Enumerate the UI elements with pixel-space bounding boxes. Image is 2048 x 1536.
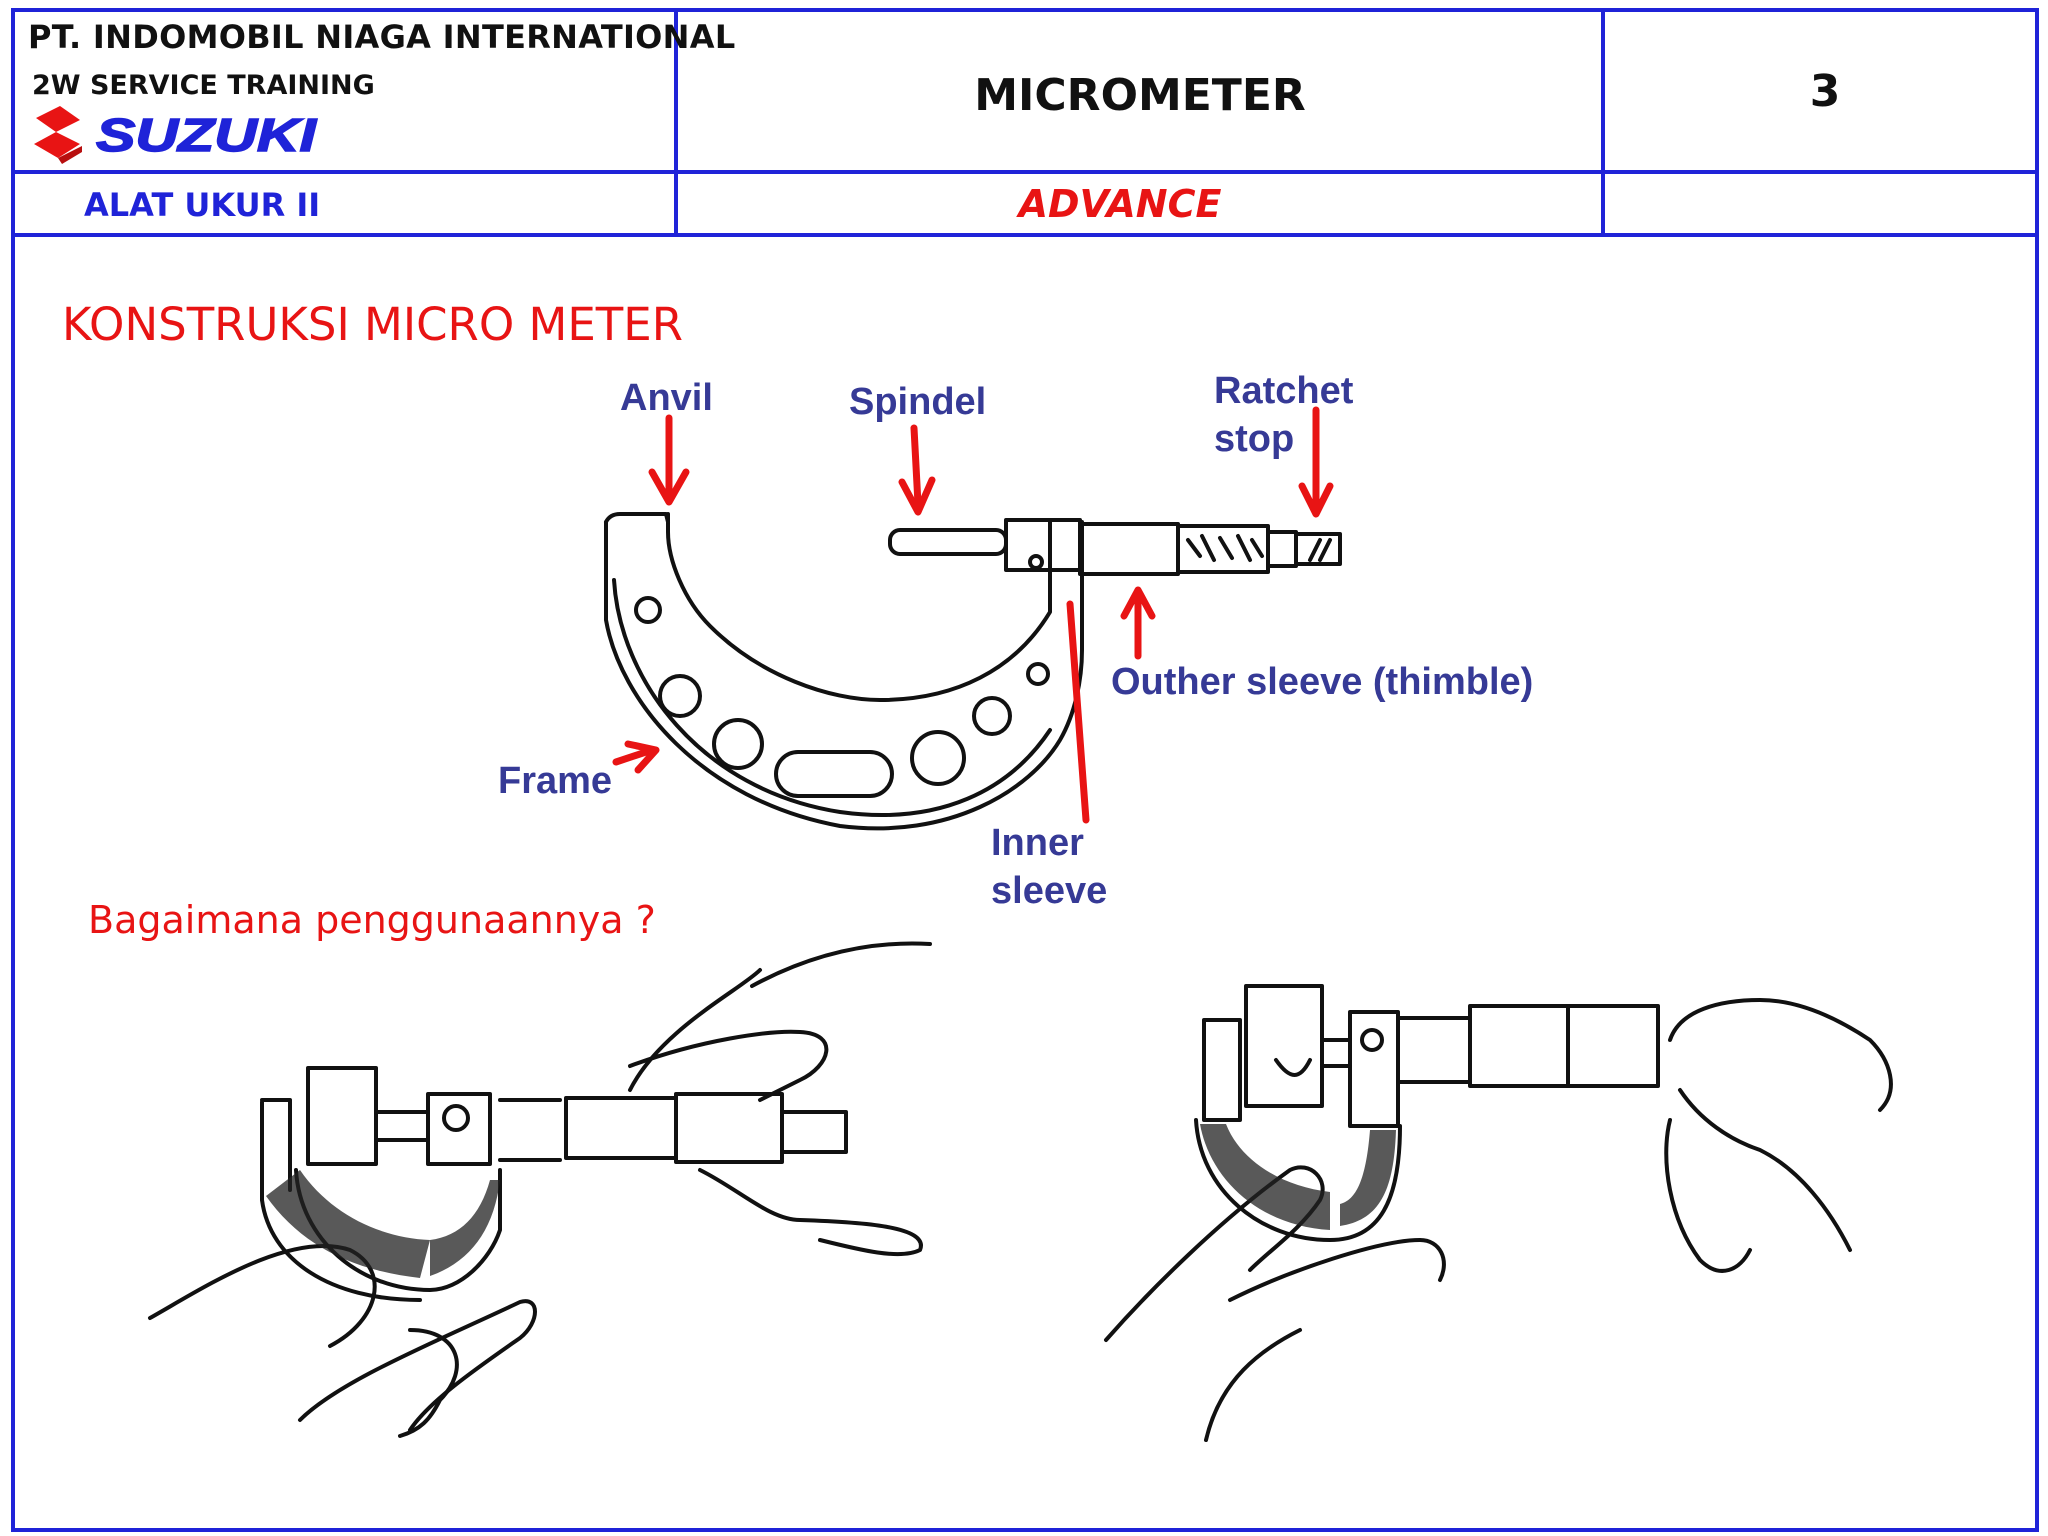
suzuki-logo: SUZUKI [34, 106, 318, 164]
brand-name: SUZUKI [96, 109, 318, 161]
page-title: MICROMETER [974, 70, 1306, 121]
part-label-ratchet: Ratchet stop [1214, 368, 1353, 463]
part-label-thimble: Outher sleeve (thimble) [1111, 661, 1534, 703]
part-label-spindle: Spindel [849, 381, 987, 423]
subject-label: ALAT UKUR II [84, 186, 321, 224]
part-label-inner-line1: Inner [991, 822, 1084, 864]
part-label-ratchet-line2: stop [1214, 417, 1295, 460]
company-name: PT. INDOMOBIL NIAGA INTERNATIONAL [28, 18, 736, 56]
part-label-inner-sleeve: Inner sleeve [991, 820, 1107, 915]
header-column-divider-2 [1601, 8, 1605, 234]
page-frame [11, 8, 2039, 1532]
part-label-ratchet-line1: Ratchet [1214, 370, 1354, 412]
header-divider-2 [11, 233, 2039, 237]
part-label-frame: Frame [498, 760, 613, 802]
department-name: 2W SERVICE TRAINING [32, 70, 375, 101]
construction-heading: KONSTRUKSI MICRO METER [62, 298, 683, 351]
part-label-inner-line2: sleeve [991, 869, 1108, 912]
part-label-anvil: Anvil [620, 377, 713, 419]
level-label: ADVANCE [1018, 182, 1222, 226]
page-number: 3 [1809, 66, 1841, 117]
header-divider-1 [11, 170, 2039, 174]
usage-heading: Bagaimana penggunaannya ? [88, 898, 656, 942]
header-column-divider-1 [674, 8, 678, 234]
